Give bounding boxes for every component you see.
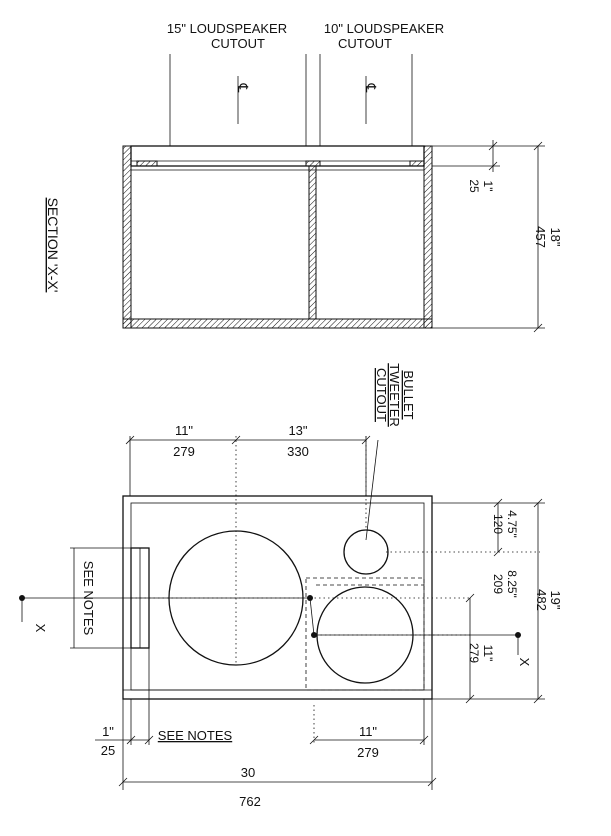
- section-right-wall: [423, 145, 433, 329]
- dim-1-mm: 25: [101, 743, 115, 758]
- dim-13-mm: 330: [287, 444, 309, 459]
- dim-13-in: 13": [288, 423, 307, 438]
- section-depth-in: 18": [548, 227, 563, 246]
- section-mark-right: X: [517, 658, 532, 667]
- see-notes-side: SEE NOTES: [81, 561, 96, 636]
- dim-475-in: 4.75": [505, 510, 519, 538]
- dim-825-in: 8.25": [505, 570, 519, 598]
- dim-475-mm: 120: [491, 514, 505, 534]
- see-notes-bottom: SEE NOTES: [158, 728, 233, 743]
- section-depth-mm: 457: [533, 226, 548, 248]
- dim-30-mm: 762: [239, 794, 261, 809]
- dim-19-in: 19": [548, 590, 563, 609]
- tweeter-label-1: BULLET: [401, 370, 416, 419]
- front-view: X X 11" 279 13" 330 BULLET TWEETER CUTOU…: [19, 363, 563, 809]
- section-baffle: [130, 145, 425, 167]
- section-view: ℄ ℄ 15" LOUDSPEAKER CUTOUT 10" LOUDSPEAK…: [45, 21, 563, 333]
- dim-11b-in: 11": [481, 645, 495, 662]
- dim-1-in: 1": [102, 724, 114, 739]
- front-cabinet-outer: [122, 495, 433, 700]
- centerline-symbol-15: ℄: [235, 83, 251, 93]
- section-left-wall: [122, 145, 132, 329]
- tweeter-label-3: CUTOUT: [374, 368, 389, 422]
- dim-11c-mm: 279: [357, 745, 379, 760]
- section-thickness-in: 1": [481, 181, 495, 192]
- section-title: SECTION 'X-X': [45, 198, 61, 293]
- dim-11-mm: 279: [173, 444, 195, 459]
- dim-11c-in: 11": [359, 724, 377, 739]
- section-partition: [308, 165, 317, 320]
- cutout-15-label: 15" LOUDSPEAKER: [167, 21, 287, 36]
- section-bottom-panel: [122, 318, 433, 329]
- dim-11-in: 11": [175, 423, 193, 438]
- centerline-symbol-10: ℄: [363, 83, 379, 93]
- tweeter-circle: [343, 529, 389, 575]
- section-thickness-mm: 25: [467, 179, 481, 193]
- dim-11b-mm: 279: [467, 643, 481, 663]
- section-mark-left: X: [33, 624, 48, 633]
- dim-30-in: 30: [241, 765, 255, 780]
- cutout-10-label-2: CUTOUT: [338, 36, 392, 51]
- compartment-10: [305, 577, 425, 691]
- cutout-15-label-2: CUTOUT: [211, 36, 265, 51]
- tweeter-label-2: TWEETER: [387, 363, 402, 427]
- front-cabinet-inner: [130, 502, 425, 691]
- dim-19-mm: 482: [534, 589, 549, 611]
- dim-825-mm: 209: [491, 574, 505, 594]
- cutout-10-label: 10" LOUDSPEAKER: [324, 21, 444, 36]
